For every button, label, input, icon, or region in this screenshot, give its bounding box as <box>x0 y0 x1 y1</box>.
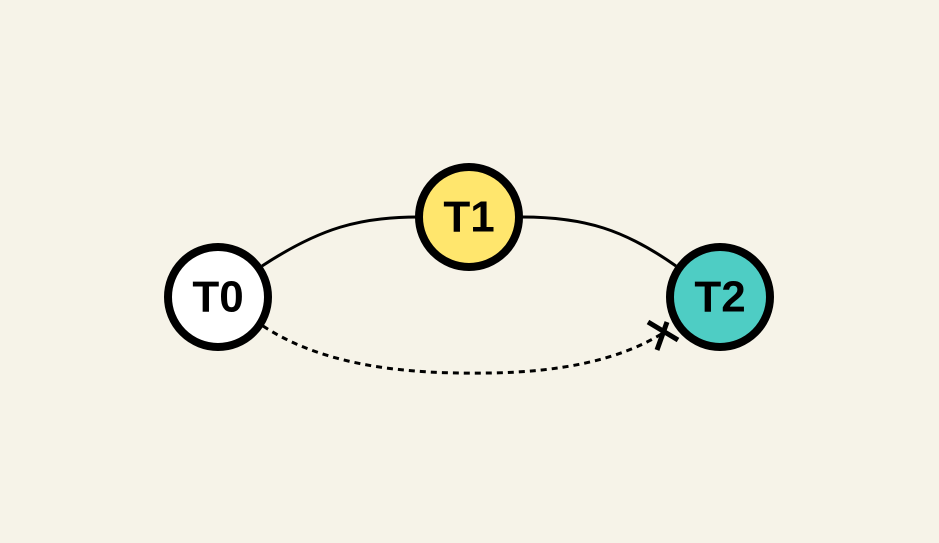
node-t1-circle <box>415 163 523 271</box>
node-t1-label: T1 <box>443 193 494 242</box>
node-t0: T0 <box>164 243 272 351</box>
edge-t1-t2 <box>521 215 677 268</box>
node-t2-label: T2 <box>694 273 745 322</box>
node-t2: T2 <box>666 243 774 351</box>
node-t0-circle <box>164 243 272 351</box>
node-t2-circle <box>666 243 774 351</box>
edge-t0-t1 <box>261 215 419 268</box>
node-t1: T1 <box>415 163 523 271</box>
cross-icon <box>646 319 680 351</box>
node-t0-label: T0 <box>192 273 243 322</box>
edge-t0-t2-dashed <box>262 324 664 375</box>
